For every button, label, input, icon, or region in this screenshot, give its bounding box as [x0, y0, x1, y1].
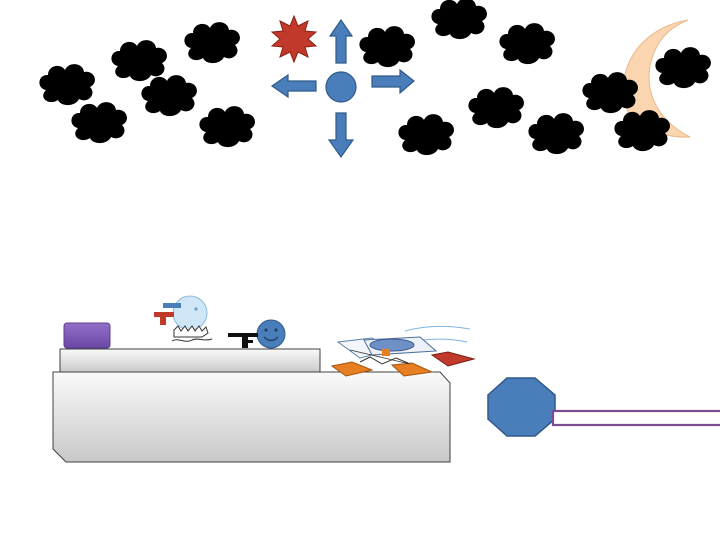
cloud-icon [71, 102, 127, 144]
cloud-icon [528, 113, 584, 155]
debris-pile [330, 325, 476, 377]
enemy-character-smiley[interactable] [256, 319, 286, 349]
platform-top-ledge [59, 348, 321, 374]
blaster-icon [154, 303, 181, 325]
center-button[interactable] [325, 71, 357, 103]
pistol-icon [228, 333, 258, 348]
cloud-icon [39, 64, 95, 106]
sun-icon [270, 14, 318, 64]
platform-base [52, 371, 451, 463]
purple-block[interactable] [63, 322, 111, 349]
cloud-icon [431, 0, 487, 40]
moon-icon [623, 19, 691, 138]
cloud-icon [184, 22, 240, 64]
clouds [39, 0, 584, 156]
cloud-icon [398, 114, 454, 156]
arrow-up-button[interactable] [328, 18, 354, 64]
cloud-icon [468, 87, 524, 129]
arrow-right-button[interactable] [371, 68, 415, 95]
cloud-icon [141, 75, 197, 117]
player-character-bubble[interactable] [171, 295, 213, 342]
track-rail [551, 409, 720, 427]
cloud-icon [359, 26, 415, 68]
cloud-icon [655, 47, 711, 89]
direction-pad[interactable] [270, 18, 415, 159]
arrow-left-button[interactable] [270, 73, 317, 99]
cloud-icon [199, 106, 255, 148]
octagon-button[interactable] [487, 377, 556, 437]
cloud-icon [111, 40, 167, 82]
platform [52, 348, 451, 463]
arrow-down-button[interactable] [327, 112, 355, 159]
cloud-icon [499, 23, 555, 65]
